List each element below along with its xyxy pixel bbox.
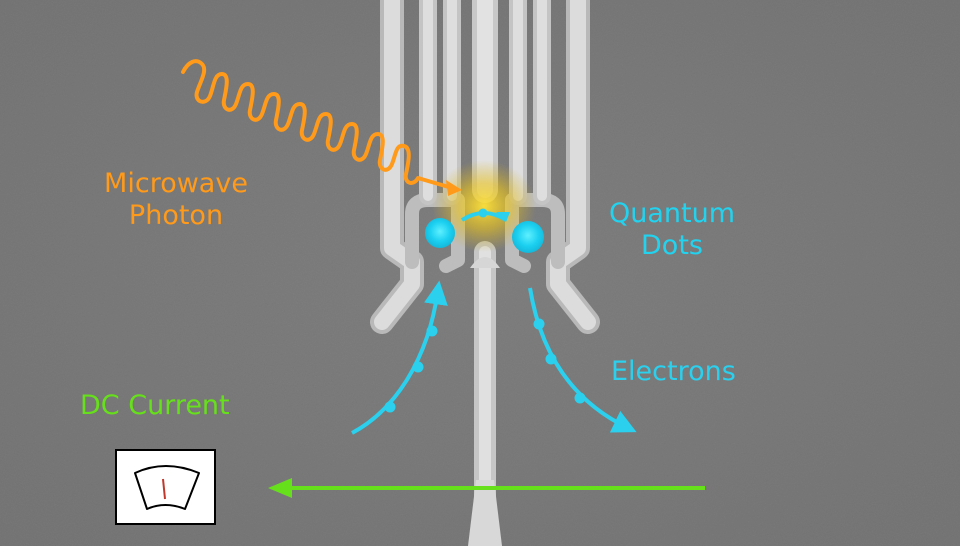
quantum-dots-label: Quantum Dots: [588, 198, 756, 262]
quantum-dot-left: [425, 218, 455, 248]
electron: [384, 401, 396, 413]
electrons-label: Electrons: [611, 356, 736, 387]
electron: [574, 392, 586, 404]
photon-absorption-glow: [432, 160, 536, 252]
electron: [545, 353, 557, 365]
ammeter-dial-icon: [134, 465, 200, 510]
electron: [533, 318, 545, 330]
electron-path-out: [528, 287, 637, 433]
microwave-photon-label-line2: Photon: [128, 200, 224, 231]
electron-path-in: [351, 280, 448, 435]
electron: [426, 325, 438, 337]
center-bottom-lead-flare: [468, 480, 502, 546]
microwave-photon-label: Microwave Photon: [78, 168, 274, 232]
quantum-dot-right: [512, 221, 544, 253]
microwave-photon-arrowhead: [446, 180, 462, 196]
dc-current-label: DC Current: [80, 390, 230, 421]
quantum-dots-label-line2: Dots: [641, 230, 703, 261]
ammeter-needle-icon: [162, 478, 166, 500]
ammeter-icon: [115, 449, 216, 525]
electron: [412, 361, 424, 373]
dc-current-arrow: [268, 478, 705, 498]
interdot-tunneling-arrow: [460, 208, 510, 222]
quantum-dots-label-line1: Quantum: [608, 198, 736, 229]
microwave-photon-label-line1: Microwave: [104, 168, 248, 199]
microwave-photon-wave: [181, 59, 454, 190]
